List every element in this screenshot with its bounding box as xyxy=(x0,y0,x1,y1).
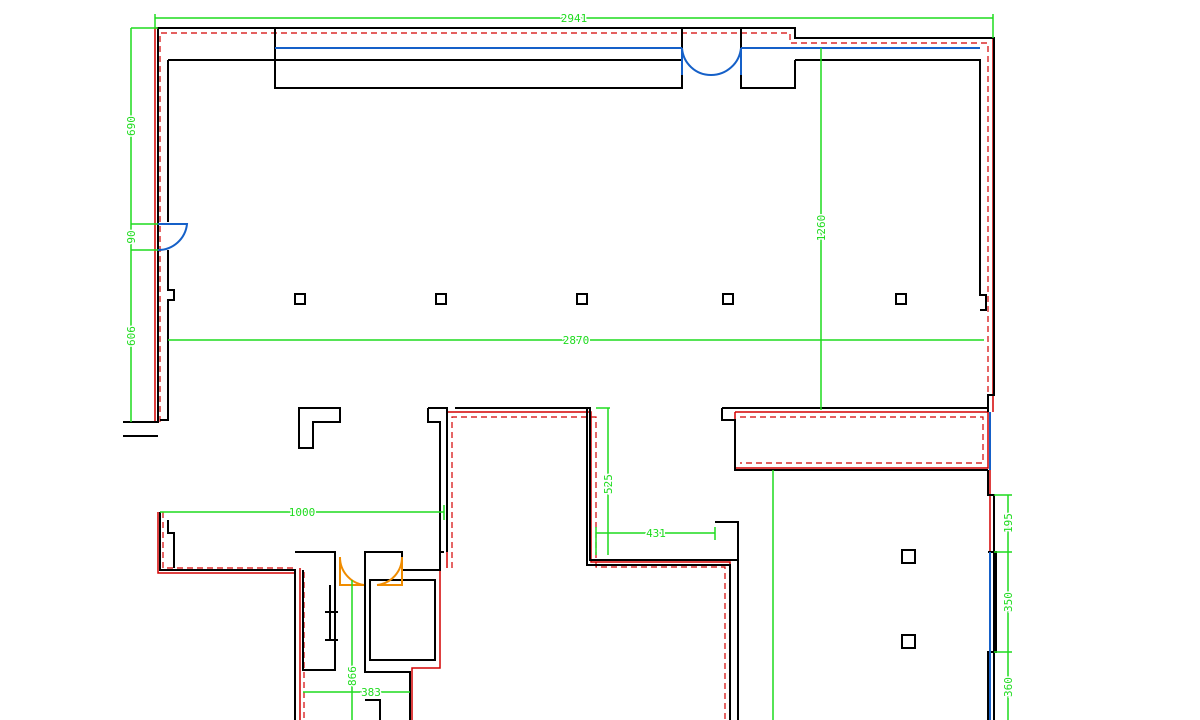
dim-label-lower-left-width: 1000 xyxy=(289,506,316,519)
column-2 xyxy=(435,293,447,305)
boundary-lower-left-dash xyxy=(162,512,295,569)
dimension-labels: 2941 690 90 606 2870 1260 1000 525 431 1… xyxy=(124,11,1017,701)
dim-label-left-lower: 606 xyxy=(125,326,138,346)
column-5 xyxy=(895,293,907,305)
dimension-lines xyxy=(130,14,1012,720)
doors xyxy=(157,47,742,586)
dim-label-corridor-width: 431 xyxy=(646,527,666,540)
dim-label-right-lower-top: 195 xyxy=(1002,513,1015,533)
walls xyxy=(123,27,997,720)
dim-label-stair-height: 866 xyxy=(346,666,359,686)
wall-stair-lower xyxy=(364,570,411,720)
dim-label-left-upper: 690 xyxy=(125,116,138,136)
column-1 xyxy=(294,293,306,305)
boundary-right-strip-dash xyxy=(740,416,984,464)
column-3 xyxy=(576,293,588,305)
column-6 xyxy=(901,549,916,564)
door-left xyxy=(157,223,189,252)
built-in-top-left xyxy=(274,27,683,89)
column-7 xyxy=(901,634,916,649)
door-stair-1 xyxy=(338,556,365,586)
built-in-top-right xyxy=(740,28,796,89)
wall-lower-left-inner xyxy=(167,520,175,568)
wall-center-left xyxy=(427,407,448,552)
boundary-lines xyxy=(154,27,994,720)
wall-stair-left xyxy=(295,551,444,571)
door-top-double xyxy=(681,47,742,77)
boundary-right-strip xyxy=(734,411,989,469)
dim-label-top-overall: 2941 xyxy=(561,12,588,25)
dim-label-corridor-height: 525 xyxy=(602,474,615,494)
windows xyxy=(275,47,991,720)
wall-center-block xyxy=(455,407,739,720)
stair-closet xyxy=(369,579,436,661)
wall-main-outer xyxy=(123,27,995,423)
door-stair-2 xyxy=(376,556,404,586)
l-column xyxy=(298,407,341,449)
boundary-outer-inner-dash xyxy=(159,32,989,422)
wall-right-strip xyxy=(721,407,988,471)
columns xyxy=(294,293,916,649)
dim-label-right-lower-mid: 350 xyxy=(1002,592,1015,612)
wall-lower-left-room xyxy=(159,512,296,720)
column-4 xyxy=(722,293,734,305)
boundary-center-block-dash xyxy=(451,416,726,720)
wall-top-right-inner xyxy=(795,59,987,311)
boundary-lower-left xyxy=(157,512,295,574)
wall-stair-inner xyxy=(302,570,336,671)
dim-label-inner-width: 2870 xyxy=(563,334,590,347)
dim-label-right-lower-bottom: 360 xyxy=(1002,677,1015,697)
dim-label-stair-width: 383 xyxy=(361,686,381,699)
dim-label-right-vertical: 1260 xyxy=(815,215,828,242)
boundary-stair-right xyxy=(411,568,441,720)
dim-label-left-door: 90 xyxy=(125,230,138,243)
